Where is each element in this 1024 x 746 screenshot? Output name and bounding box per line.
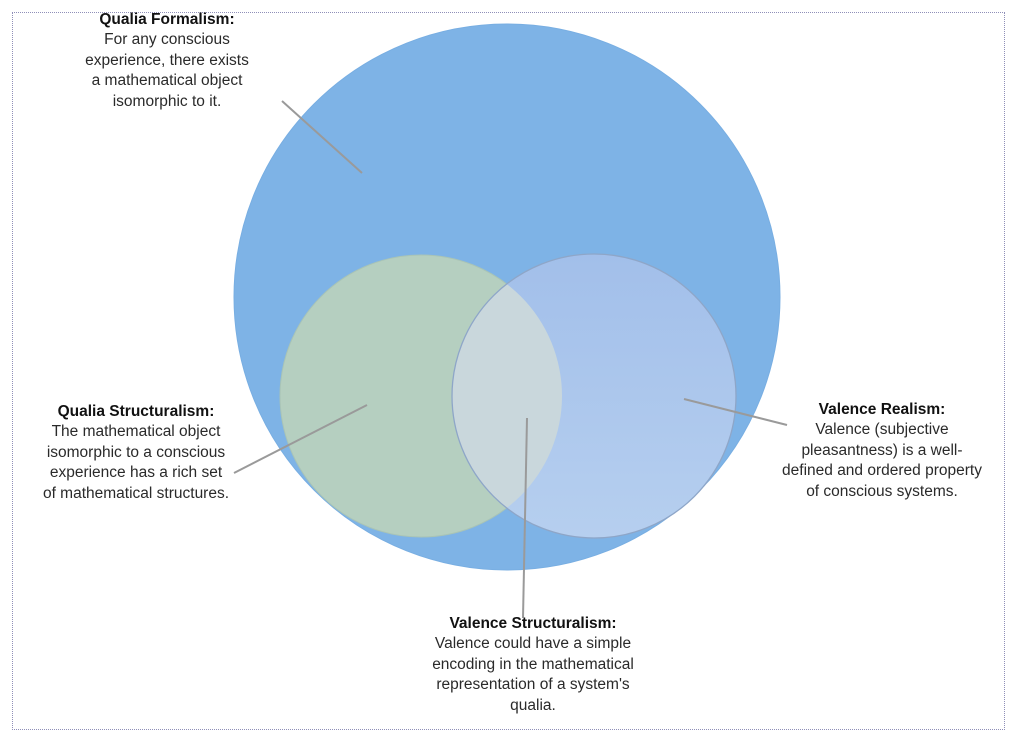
label-qualia-formalism: Qualia Formalism: For any conscious expe… — [57, 10, 277, 112]
diagram-frame — [12, 12, 1005, 730]
valence-structuralism-overlap — [452, 255, 562, 537]
label-description: Valence (subjective pleasantness) is a w… — [782, 421, 982, 500]
label-title: Valence Structuralism: — [449, 615, 617, 632]
label-description: For any conscious experience, there exis… — [85, 31, 249, 110]
label-title: Qualia Formalism: — [99, 11, 235, 28]
leader-line-valence-realism — [683, 398, 788, 426]
label-description: The mathematical object isomorphic to a … — [42, 423, 230, 502]
leader-line-qualia-structuralism — [233, 404, 368, 474]
valence-realism-outline — [451, 253, 737, 539]
leader-line-qualia-formalism — [281, 100, 363, 174]
label-title: Qualia Structuralism: — [57, 403, 215, 420]
label-valence-structuralism: Valence Structuralism: Valence could hav… — [388, 614, 678, 716]
label-description: Valence could have a simple encoding in … — [432, 635, 634, 714]
label-valence-realism: Valence Realism: Valence (subjective ple… — [762, 400, 1002, 502]
leader-line-valence-structuralism — [522, 417, 528, 619]
label-qualia-structuralism: Qualia Structuralism: The mathematical o… — [20, 402, 252, 504]
label-title: Valence Realism: — [818, 401, 946, 418]
